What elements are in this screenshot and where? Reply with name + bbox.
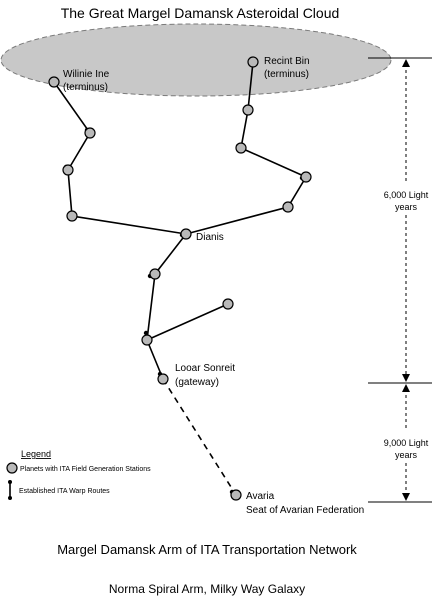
planet-wilinie-ine xyxy=(48,76,60,88)
asteroid-cloud xyxy=(0,23,392,97)
planet xyxy=(84,127,96,139)
warp-routes xyxy=(53,61,308,496)
planet xyxy=(141,334,153,346)
legend-route-dot-icon xyxy=(8,496,12,500)
planet xyxy=(242,104,254,116)
route-looar-avaria-dashed xyxy=(162,378,237,496)
distance-upper-line2: years xyxy=(395,202,418,212)
planet-looar-sonreit xyxy=(157,373,169,385)
distance-lower-line2: years xyxy=(395,450,418,460)
label-wilinie-role: (terminus) xyxy=(63,82,108,93)
label-looar-name: Looar Sonreit xyxy=(175,363,235,374)
legend-route-label: Established ITA Warp Routes xyxy=(19,488,110,495)
distance-scale xyxy=(368,57,432,503)
route-branch-east xyxy=(146,303,229,341)
route-dianis-looar xyxy=(146,233,187,380)
planets xyxy=(48,56,312,501)
label-avaria-name: Avaria xyxy=(246,491,275,502)
arrow-down-icon xyxy=(402,493,410,501)
distance-lower-line1: 9,000 Light xyxy=(384,438,429,448)
arrow-down-icon xyxy=(402,374,410,382)
planet xyxy=(235,142,247,154)
planet-recint-bin xyxy=(247,56,259,68)
planet xyxy=(62,164,74,176)
planet-dianis xyxy=(180,228,192,240)
arrow-up-icon xyxy=(402,59,410,67)
legend-planet-icon xyxy=(6,462,18,474)
distance-upper-line1: 6,000 Light xyxy=(384,190,429,200)
legend-planet-label: Planets with ITA Field Generation Statio… xyxy=(20,466,151,473)
planet xyxy=(222,298,234,310)
legend: Legend Planets with ITA Field Generation… xyxy=(6,449,151,500)
place-labels: Wilinie Ine (terminus) Recint Bin (termi… xyxy=(63,56,364,516)
junction-dot xyxy=(143,330,149,336)
label-avaria-role: Seat of Avarian Federation xyxy=(246,505,364,516)
planet xyxy=(282,201,294,213)
label-wilinie-name: Wilinie Ine xyxy=(63,69,110,80)
label-recint-name: Recint Bin xyxy=(264,56,310,67)
diagram-caption: Margel Damansk Arm of ITA Transportation… xyxy=(57,542,357,557)
label-looar-role: (gateway) xyxy=(175,377,219,388)
planet xyxy=(300,171,312,183)
planet-avaria xyxy=(230,489,242,501)
planet xyxy=(66,210,78,222)
distance-labels: 6,000 Light years 9,000 Light years xyxy=(384,190,429,460)
label-recint-role: (terminus) xyxy=(264,69,309,80)
arrow-up-icon xyxy=(402,384,410,392)
route-recint-dianis xyxy=(185,61,308,235)
legend-heading: Legend xyxy=(21,449,51,459)
route-junctions xyxy=(63,110,305,495)
legend-route-dot-icon xyxy=(8,480,12,484)
diagram-title: The Great Margel Damansk Asteroidal Clou… xyxy=(61,5,340,21)
label-dianis: Dianis xyxy=(196,232,224,243)
planet xyxy=(149,268,161,280)
diagram-subcaption: Norma Spiral Arm, Milky Way Galaxy xyxy=(109,582,305,596)
